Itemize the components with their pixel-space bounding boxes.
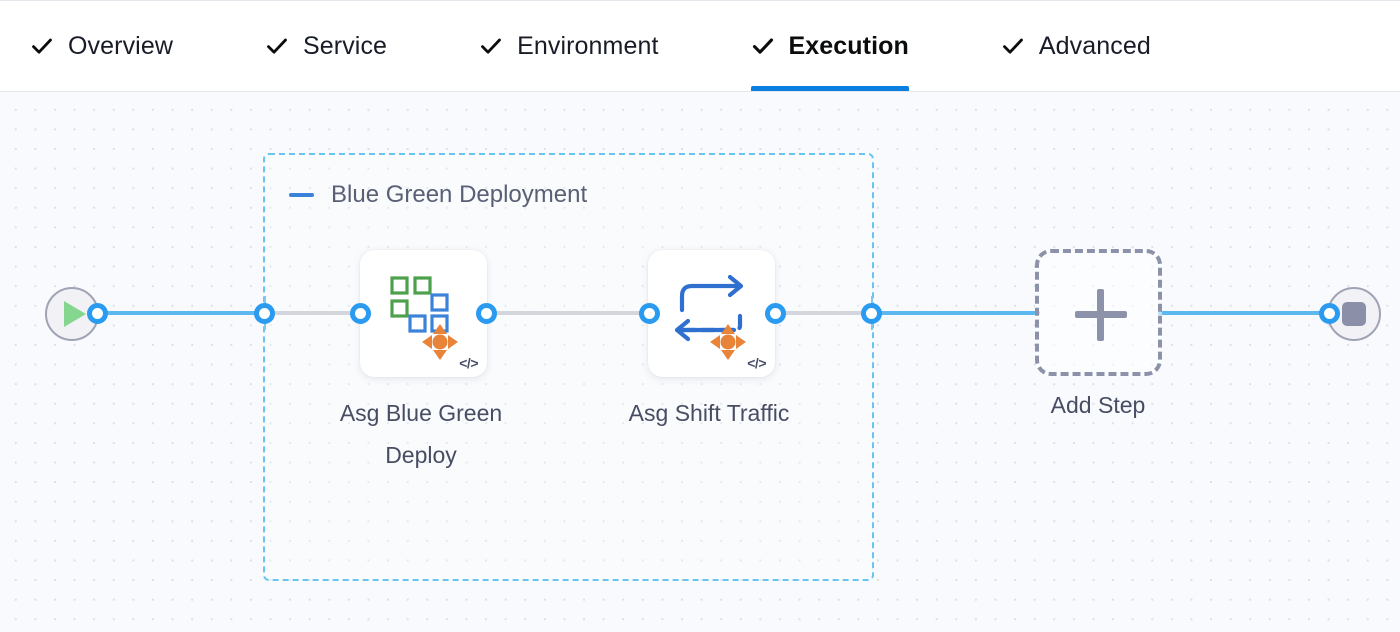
tab-overview-label: Overview [68, 31, 173, 60]
tab-service-label: Service [303, 31, 388, 60]
connector-ring-end-in[interactable] [1319, 303, 1340, 324]
tab-environment[interactable]: Environment [479, 1, 700, 91]
wizard-tab-bar: Overview Service Environment Execution [0, 0, 1400, 92]
edge-group-in-to-step1 [266, 311, 366, 315]
edge-start-to-group [100, 311, 272, 315]
code-badge: </> [459, 355, 478, 371]
add-step-button[interactable] [1035, 249, 1162, 376]
connector-ring-group-out[interactable] [861, 303, 882, 324]
connector-ring-start-out[interactable] [87, 303, 108, 324]
step-node-label-asg-blue-green-deploy: Asg Blue Green Deploy [339, 400, 503, 468]
asg-blue-green-deploy-icon [360, 250, 487, 377]
step-group-title: Blue Green Deployment [331, 181, 588, 208]
tab-service[interactable]: Service [265, 1, 429, 91]
pipeline-end-node[interactable] [1327, 287, 1381, 341]
check-icon [30, 34, 54, 58]
add-step-label: Add Step [1050, 392, 1146, 418]
connector-ring-step1-out[interactable] [476, 303, 497, 324]
connector-ring-step2-out[interactable] [765, 303, 786, 324]
step-group-blue-green-deployment[interactable]: Blue Green Deployment [263, 153, 874, 581]
plus-icon-vertical [1097, 289, 1104, 341]
step-node-asg-shift-traffic[interactable]: </> [648, 250, 775, 377]
check-icon [751, 34, 775, 58]
pipeline-canvas[interactable]: Blue Green Deployment [0, 92, 1400, 632]
step-group-header[interactable]: Blue Green Deployment [289, 181, 587, 209]
check-icon [1001, 34, 1025, 58]
tab-environment-label: Environment [517, 31, 659, 60]
edge-group-to-add-step [868, 311, 1040, 315]
check-icon [479, 34, 503, 58]
check-icon [265, 34, 289, 58]
tab-advanced-label: Advanced [1038, 31, 1151, 60]
play-icon [64, 301, 86, 327]
connector-ring-step2-in[interactable] [639, 303, 660, 324]
edge-step1-to-step2 [484, 311, 652, 315]
code-badge: </> [747, 355, 766, 371]
step-node-label-asg-shift-traffic: Asg Shift Traffic [628, 400, 790, 426]
asg-shift-traffic-icon [648, 250, 775, 377]
stop-icon [1342, 302, 1366, 326]
active-tab-underline [750, 86, 909, 91]
step-node-asg-blue-green-deploy[interactable]: </> [360, 250, 487, 377]
tab-list: Overview Service Environment Execution [0, 1, 1193, 91]
minus-icon[interactable] [289, 193, 314, 197]
edge-step2-to-group-out [772, 311, 872, 315]
connector-ring-group-in[interactable] [254, 303, 275, 324]
tab-advanced[interactable]: Advanced [1001, 1, 1193, 91]
tab-overview[interactable]: Overview [30, 1, 215, 91]
edge-add-step-to-end [1158, 311, 1336, 315]
tab-execution-label: Execution [788, 31, 909, 60]
tab-execution[interactable]: Execution [750, 1, 951, 91]
connector-ring-step1-in[interactable] [350, 303, 371, 324]
